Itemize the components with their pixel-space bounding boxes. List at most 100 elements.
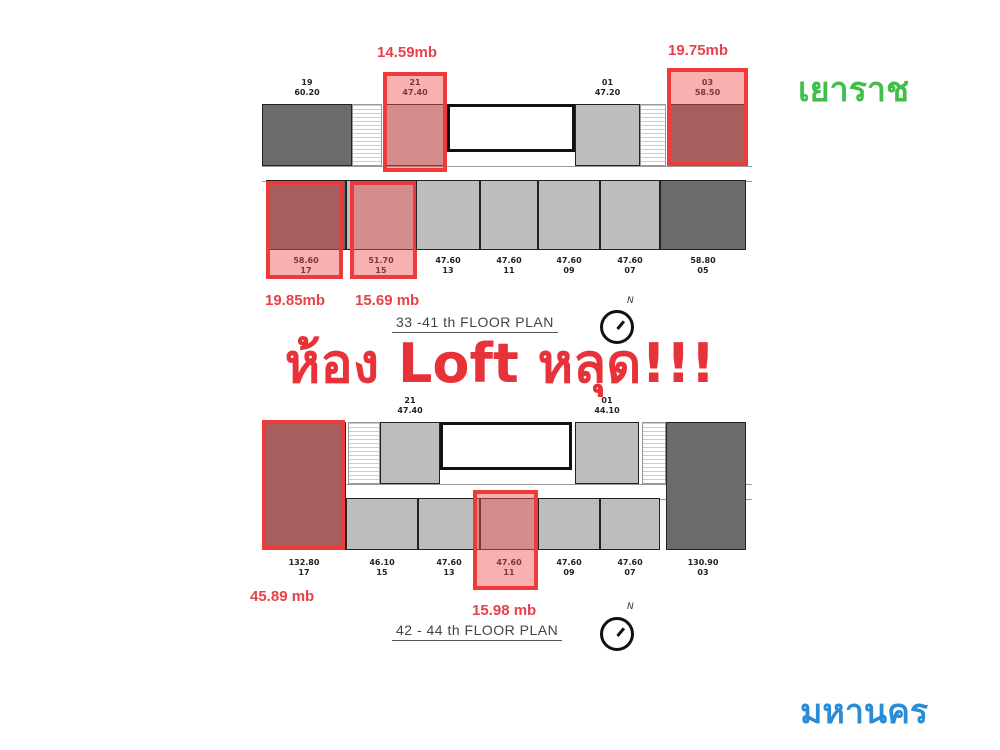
north-label: N [627,296,634,306]
unit-area: 58.80 [690,256,716,265]
unit-11 [480,180,538,250]
unit-area: 47.60 [617,558,643,567]
unit-19 [262,104,352,166]
compass-icon [600,617,634,651]
unit-area: 46.10 [369,558,395,567]
unit-area: 47.60 [556,558,582,567]
unit-01 [575,422,639,484]
unit-01 [575,104,640,166]
headline: ห้อง Loft หลุด!!! [284,332,716,395]
district-yaowarat: เยาราช [798,70,910,110]
price-label: 15.98 mb [472,602,537,619]
unit-area: 47.60 [436,558,462,567]
stair [640,104,666,166]
highlight-box [350,181,417,279]
unit-number: 03 [701,78,714,87]
unit-area: 47.20 [594,88,621,97]
unit-number: 17 [300,266,312,275]
unit-number: 01 [601,396,613,405]
unit-area: 47.40 [397,406,423,415]
unit-area: 51.70 [368,256,394,265]
unit-number: 07 [624,266,636,275]
unit-number: 07 [624,568,636,577]
unit-number: 13 [443,568,455,577]
elevator-core [447,104,575,152]
highlight-box [473,490,538,590]
unit-09 [538,180,600,250]
price-label: 19.75mb [668,42,729,59]
unit-area: 58.50 [694,88,721,97]
stair [642,422,666,484]
unit-number: 15 [376,568,388,577]
district-mahanakhon: มหานคร [800,692,929,732]
unit-21 [380,422,440,484]
stair [352,104,382,166]
lower-plan-title: 42 - 44 th FLOOR PLAN [392,622,563,641]
price-label: 15.69 mb [355,292,420,309]
highlight-box [383,72,447,172]
stair [348,422,380,484]
upper-plan-title: 33 -41 th FLOOR PLAN [392,314,558,333]
unit-area: 47.60 [435,256,461,265]
north-label: N [627,602,634,612]
unit-number: 11 [503,568,515,577]
unit-13 [416,180,480,250]
compass-icon [600,310,634,344]
price-label: 19.85mb [265,292,326,309]
unit-03 [666,422,746,550]
unit-15 [346,180,416,250]
price-label: 14.59mb [377,44,438,61]
unit-number: 15 [375,266,387,275]
unit-07 [600,180,660,250]
unit-number: 11 [503,266,515,275]
unit-number: 09 [563,568,575,577]
unit-area: 44.10 [594,406,620,415]
unit-area: 132.80 [288,558,320,567]
unit-number: 19 [301,78,313,87]
unit-area: 58.60 [293,256,319,265]
unit-area: 47.40 [402,88,428,97]
unit-number: 09 [563,266,575,275]
unit-17 [266,180,346,250]
unit-03 [667,104,748,166]
price-label: 45.89 mb [250,588,315,605]
unit-area: 130.90 [687,558,719,567]
unit-15 [346,498,418,550]
unit-07 [600,498,660,550]
unit-area: 47.60 [496,256,522,265]
unit-number: 17 [298,568,310,577]
unit-number: 05 [697,266,709,275]
elevator-core [440,422,572,470]
unit-13 [418,498,480,550]
unit-number: 03 [697,568,709,577]
unit-number: 21 [404,396,416,405]
unit-number: 13 [442,266,454,275]
highlight-box [266,181,343,279]
unit-05 [660,180,746,250]
unit-area: 47.60 [556,256,582,265]
unit-area: 47.60 [496,558,522,567]
highlight-box [262,420,345,550]
highlight-box [667,68,748,166]
unit-number: 21 [409,78,421,87]
